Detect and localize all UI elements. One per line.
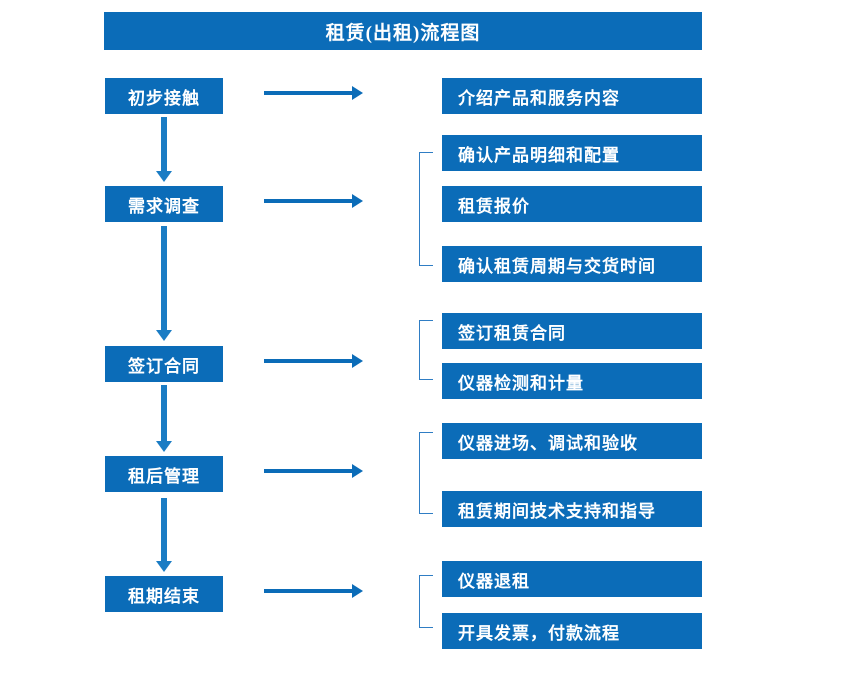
horizontal-arrow-icon-4 (264, 464, 363, 478)
group-bracket-1 (419, 152, 433, 266)
horizontal-arrow-icon-1 (264, 86, 363, 100)
vertical-arrow-icon-4 (156, 498, 172, 572)
stage-box-1: 初步接触 (105, 78, 223, 114)
stage-box-3: 签订合同 (105, 346, 223, 382)
detail-box-7: 仪器进场、调试和验收 (442, 423, 702, 459)
detail-box-4: 确认租赁周期与交货时间 (442, 246, 702, 282)
group-bracket-3 (419, 432, 433, 514)
detail-box-8: 租赁期间技术支持和指导 (442, 491, 702, 527)
horizontal-arrow-icon-3 (264, 354, 363, 368)
horizontal-arrow-icon-2 (264, 194, 363, 208)
detail-box-9: 仪器退租 (442, 561, 702, 597)
stage-box-5: 租期结束 (105, 576, 223, 612)
group-bracket-2 (419, 320, 433, 380)
stage-box-2: 需求调查 (105, 186, 223, 222)
group-bracket-4 (419, 575, 433, 628)
detail-box-5: 签订租赁合同 (442, 313, 702, 349)
flowchart-title: 租赁(出租)流程图 (104, 12, 702, 50)
detail-box-2: 确认产品明细和配置 (442, 135, 702, 171)
detail-box-6: 仪器检测和计量 (442, 363, 702, 399)
vertical-arrow-icon-2 (156, 226, 172, 341)
vertical-arrow-icon-3 (156, 385, 172, 452)
horizontal-arrow-icon-5 (264, 584, 363, 598)
detail-box-1: 介绍产品和服务内容 (442, 78, 702, 114)
stage-box-4: 租后管理 (105, 456, 223, 492)
vertical-arrow-icon-1 (156, 117, 172, 182)
detail-box-10: 开具发票，付款流程 (442, 613, 702, 649)
detail-box-3: 租赁报价 (442, 186, 702, 222)
